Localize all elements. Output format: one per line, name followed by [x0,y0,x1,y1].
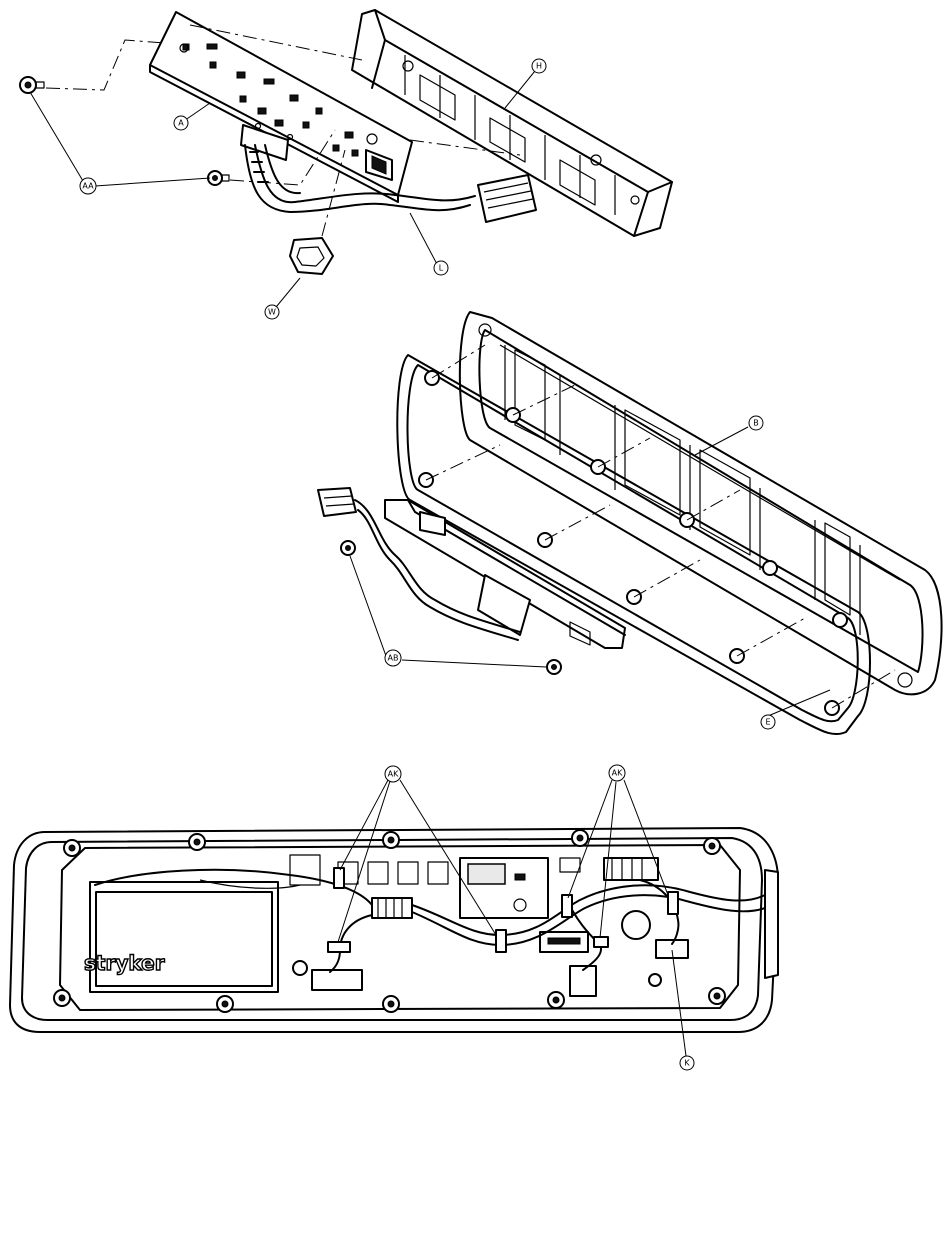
brand-logo: stryker [84,951,165,975]
connector-left [372,898,412,918]
svg-text:L: L [439,264,444,273]
callout-b: B [749,416,763,430]
round-boss [622,911,650,939]
callout-ak-right: AK [609,765,625,781]
wire-clip-5 [594,937,608,947]
callout-aa: AA [80,178,96,194]
callout-k: K [680,1056,694,1070]
screw-aa-1 [20,77,44,93]
svg-text:H: H [536,62,542,71]
svg-text:AK: AK [388,770,399,779]
svg-text:AB: AB [388,654,399,663]
screw-ab-2 [547,660,561,674]
bottom-assembly: stryker [10,780,778,1056]
wire-clip-2 [328,942,350,952]
svg-text:K: K [684,1059,690,1068]
callout-a: A [174,116,188,130]
connector-middle [540,932,588,952]
display-bar [385,500,625,648]
svg-text:AK: AK [612,769,623,778]
screw-ab-1 [341,541,355,555]
callout-l: L [434,261,448,275]
callout-w: W [265,305,279,319]
wire-clip-6 [668,892,678,914]
connector-right-top [604,858,658,880]
wire-clip-3 [496,930,506,952]
screw-aa-2 [208,171,229,185]
middle-assembly [318,312,942,734]
enclosure-housing [460,312,942,694]
wire-clip-4 [562,895,572,917]
callout-ak-left: AK [385,766,401,782]
callout-e: E [761,715,775,729]
button-cap [290,238,333,274]
svg-text:B: B [753,419,759,428]
svg-text:AA: AA [82,182,94,191]
top-assembly [20,10,672,312]
wire-clip-1 [334,868,344,888]
connector-bottom [312,970,362,990]
svg-text:E: E [765,718,770,727]
svg-text:A: A [178,119,184,128]
battery-pack: stryker [84,882,278,992]
svg-text:W: W [268,308,276,317]
callout-ab: AB [385,650,401,666]
callout-h: H [532,59,546,73]
